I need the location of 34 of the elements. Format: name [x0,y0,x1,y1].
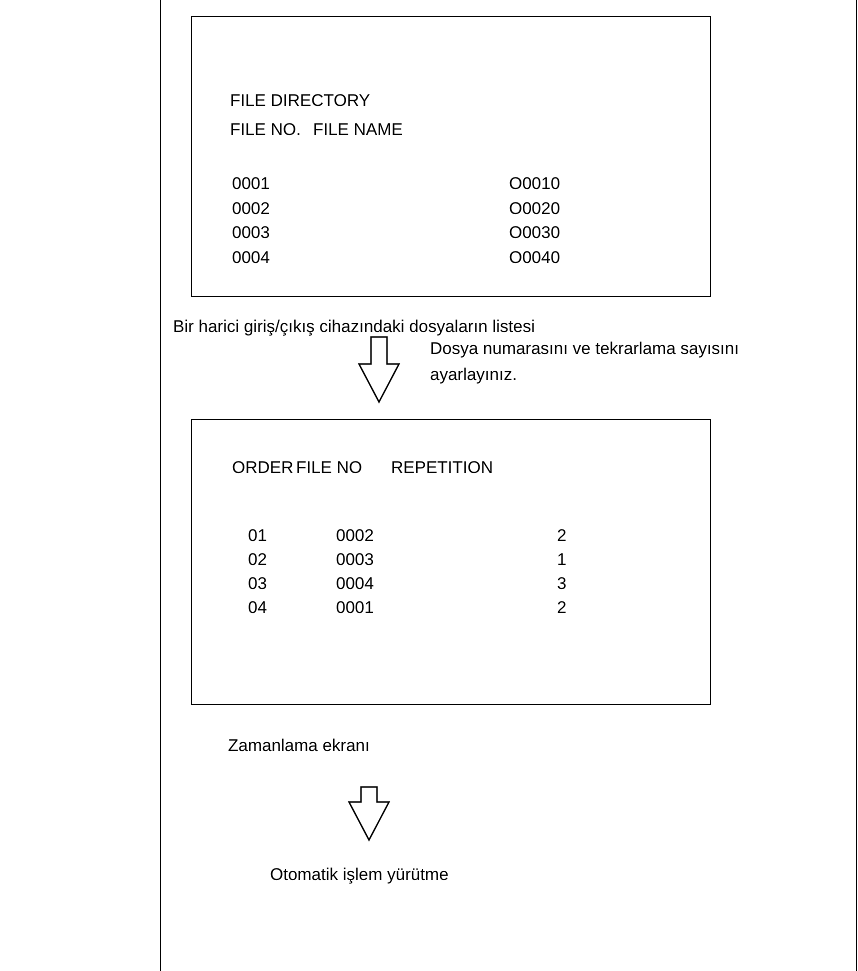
screen-caption: Zamanlama ekranı [228,736,370,756]
screen-panel [191,16,711,297]
program-number: O0040 [509,248,560,268]
file-number: 0002 [336,526,374,546]
column-header: FILE NO [296,458,362,478]
column-header: FILE NAME [313,120,403,140]
file-number: 0003 [232,223,270,243]
order-number: 02 [248,550,267,570]
column-header: FILE NO. [230,120,301,140]
repetition-count: 2 [557,598,566,618]
order-number: 01 [248,526,267,546]
file-number: 0001 [232,174,270,194]
repetition-count: 1 [557,550,566,570]
block-arrow [358,336,400,404]
file-number: 0003 [336,550,374,570]
column-header: ORDER [232,458,294,478]
file-number: 0002 [232,198,270,218]
order-number: 04 [248,598,267,618]
repetition-count: 3 [557,574,566,594]
program-number: O0020 [509,198,560,218]
screen-panel [191,419,711,705]
program-number: O0030 [509,223,560,243]
program-number: O0010 [509,174,560,194]
column-header: REPETITION [391,458,494,478]
file-number: 0004 [232,248,270,268]
edge-label: Dosya numarasını ve tekrarlama sayısını ayarlayınız. [430,338,740,386]
step-text: Otomatik işlem yürütme [270,865,449,884]
screen-caption: Bir harici giriş/çıkış cihazındaki dosyaların listesi [173,317,535,337]
block-arrow [348,786,390,842]
order-number: 03 [248,574,267,594]
repetition-count: 2 [557,526,566,546]
file-number: 0001 [336,598,374,618]
file-number: 0004 [336,574,374,594]
screen-title: FILE DIRECTORY [230,91,370,111]
